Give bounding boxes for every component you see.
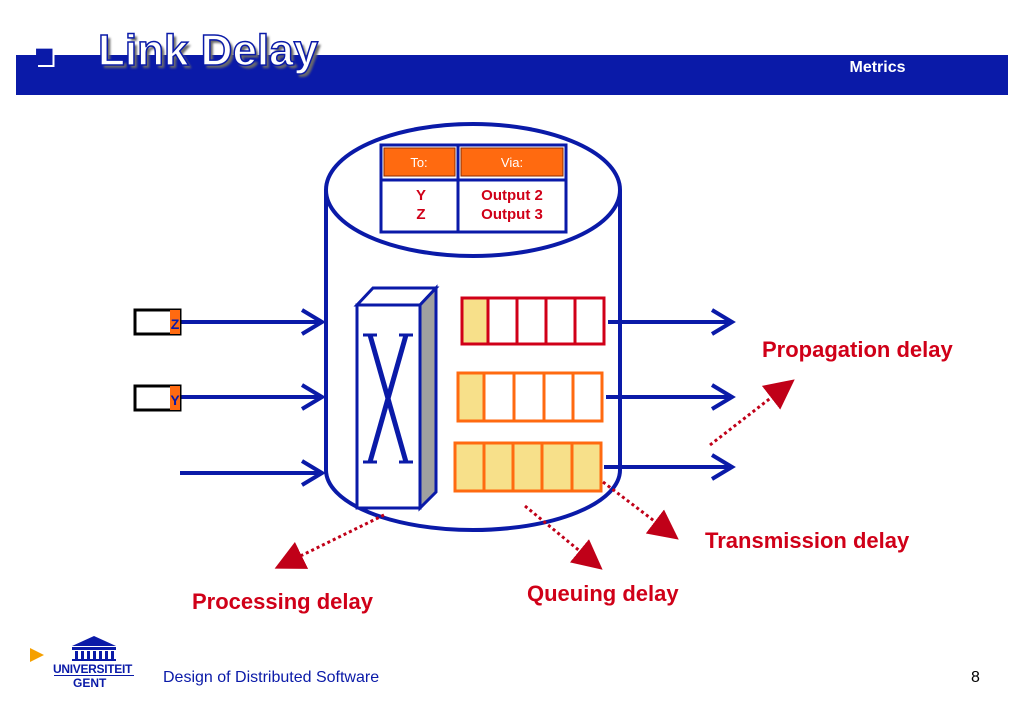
title-bar [16,15,1008,95]
output-queue-2 [456,371,604,423]
university-logo-icon [72,636,116,661]
table-header-via: Via: [501,155,523,170]
processing-delay-label: Processing delay [192,589,373,614]
section-line-2: Metrics [849,59,906,76]
section-label: 1. Performance Metrics [790,35,965,79]
table-via-cell-2: Output 3 [481,206,543,223]
packet-z: Z [133,308,182,336]
footer-arrow-icon [30,648,44,662]
queuing-delay-label: Queuing delay [527,581,679,606]
title-bullet: ■ [34,37,55,75]
logo-divider [54,675,134,676]
input-arrow-1 [180,308,326,336]
table-to-cell-2: Z [416,206,425,223]
output-arrow-3 [604,453,736,481]
table-via-cell-1: Output 2 [481,187,543,204]
packet-z-label: Z [171,316,180,332]
switch-fabric [353,284,440,512]
processing-pointer [274,513,385,569]
packet-y: Y [133,384,182,412]
propagation-delay-label: Propagation delay [762,337,953,362]
footer-course-title: Design of Distributed Software [163,669,380,686]
table-to-cell-1: Y [416,187,426,204]
transmission-delay-label: Transmission delay [705,528,910,553]
input-arrow-3 [180,459,326,487]
packet-y-label: Y [170,392,180,408]
section-line-1: 1. Performance [819,37,936,54]
routing-table: To: Via: Y Z Output 2 Output 3 [379,143,568,234]
queuing-pointer [524,504,603,570]
output-arrow-1 [608,308,736,336]
output-arrow-2 [606,383,736,411]
input-arrow-2 [180,383,326,411]
logo-text-line-2: GENT [73,676,107,690]
page-title: Link Delay [97,25,319,76]
transmission-pointer [602,480,679,540]
table-header-to: To: [410,155,427,170]
logo-text-line-1: UNIVERSITEIT [53,662,133,676]
page-number: 8 [971,669,980,686]
output-queue-3 [453,441,603,493]
propagation-pointer [709,379,795,447]
output-queue-1 [460,296,606,346]
